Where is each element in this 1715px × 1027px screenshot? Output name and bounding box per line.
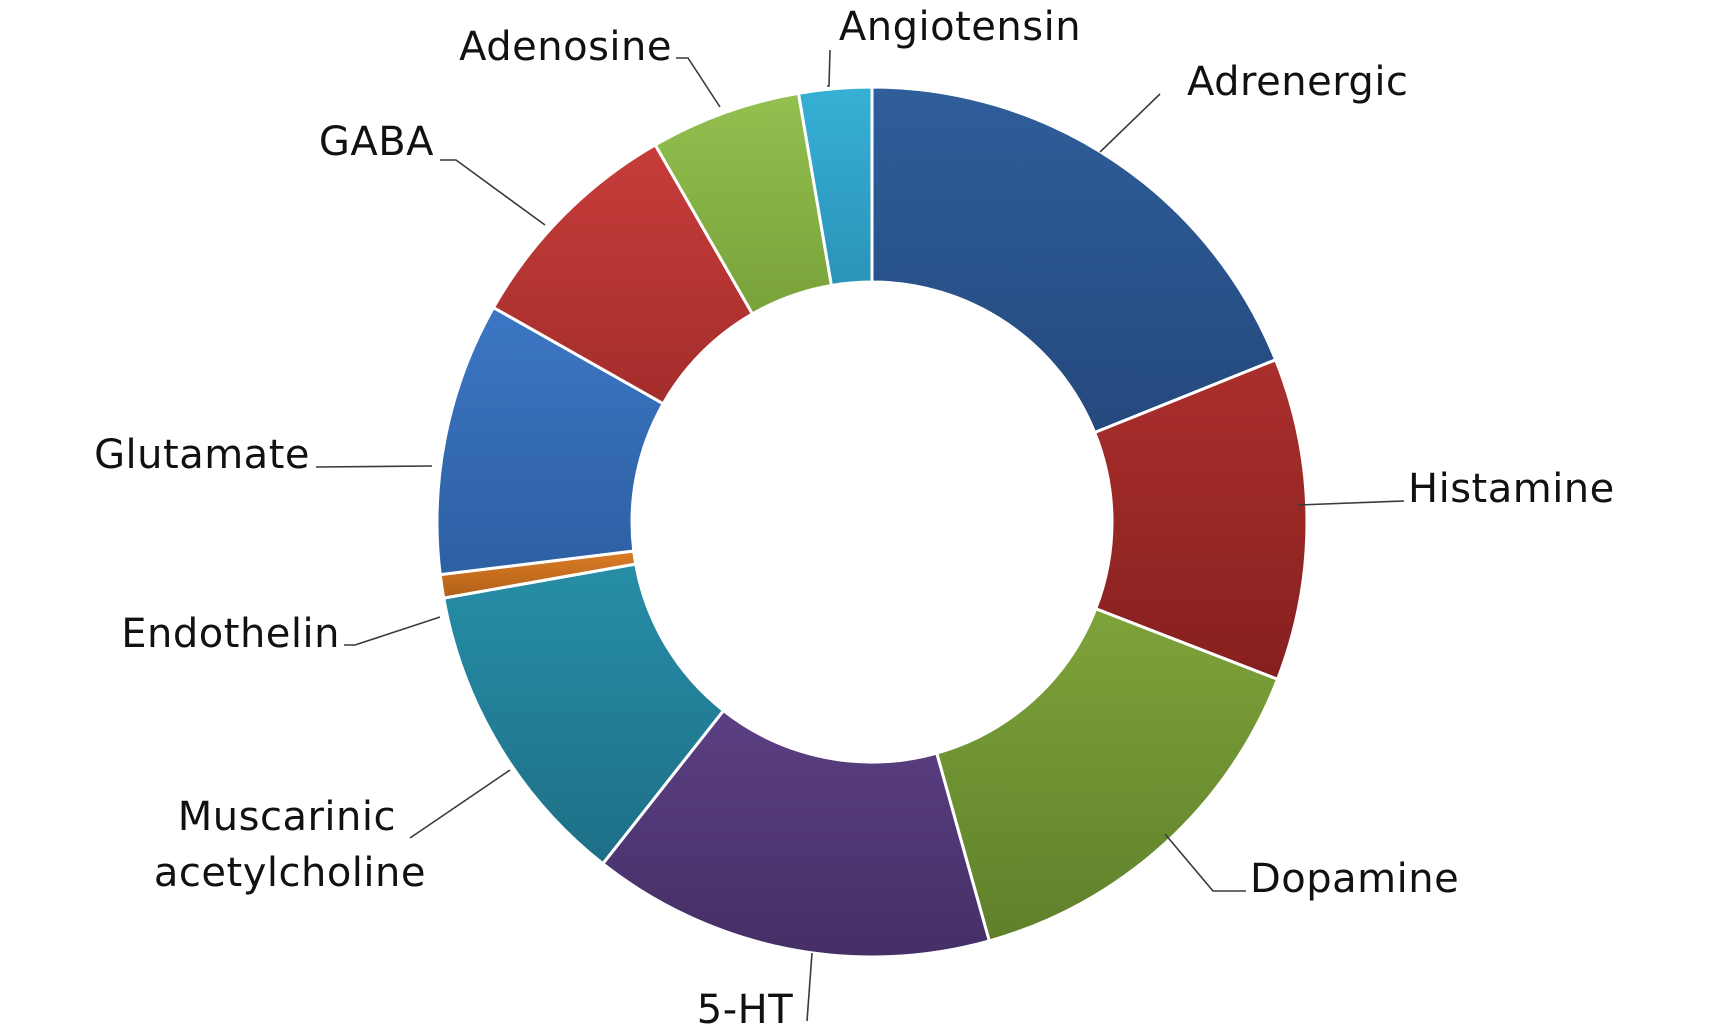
leader-line-histamine — [1297, 500, 1405, 506]
leader-line-muscarinic-acetylcholine — [409, 769, 511, 839]
leader-line-5-ht — [806, 952, 813, 1022]
leader-line-endothelin — [344, 616, 441, 646]
label-angiotensin: Angiotensin — [839, 4, 1081, 50]
leader-lines-layer — [315, 49, 1405, 1022]
slice-adrenergic — [870, 85, 1278, 435]
label-gaba: GABA — [319, 119, 434, 165]
label-adenosine: Adenosine — [459, 24, 672, 70]
leader-line-angiotensin — [827, 49, 831, 87]
leader-line-adrenergic — [1099, 93, 1161, 153]
label-5-ht: 5-HT — [697, 987, 793, 1027]
label-dopamine: Dopamine — [1250, 856, 1459, 902]
label-histamine: Histamine — [1408, 466, 1615, 512]
slice-histamine — [1093, 358, 1309, 681]
label-adrenergic: Adrenergic — [1187, 59, 1408, 105]
leader-line-glutamate — [315, 465, 433, 468]
slice-muscarinic-acetylcholine — [442, 562, 725, 866]
label-endothelin: Endothelin — [121, 611, 340, 657]
leader-line-gaba — [440, 159, 546, 226]
leader-line-dopamine — [1164, 833, 1246, 892]
slices-layer — [435, 85, 1309, 959]
slice-angiotensin — [796, 85, 874, 287]
slice-dopamine — [935, 607, 1280, 943]
label-glutamate: Glutamate — [94, 432, 310, 478]
leader-line-adenosine — [676, 57, 721, 108]
slice-5-ht — [601, 709, 991, 959]
